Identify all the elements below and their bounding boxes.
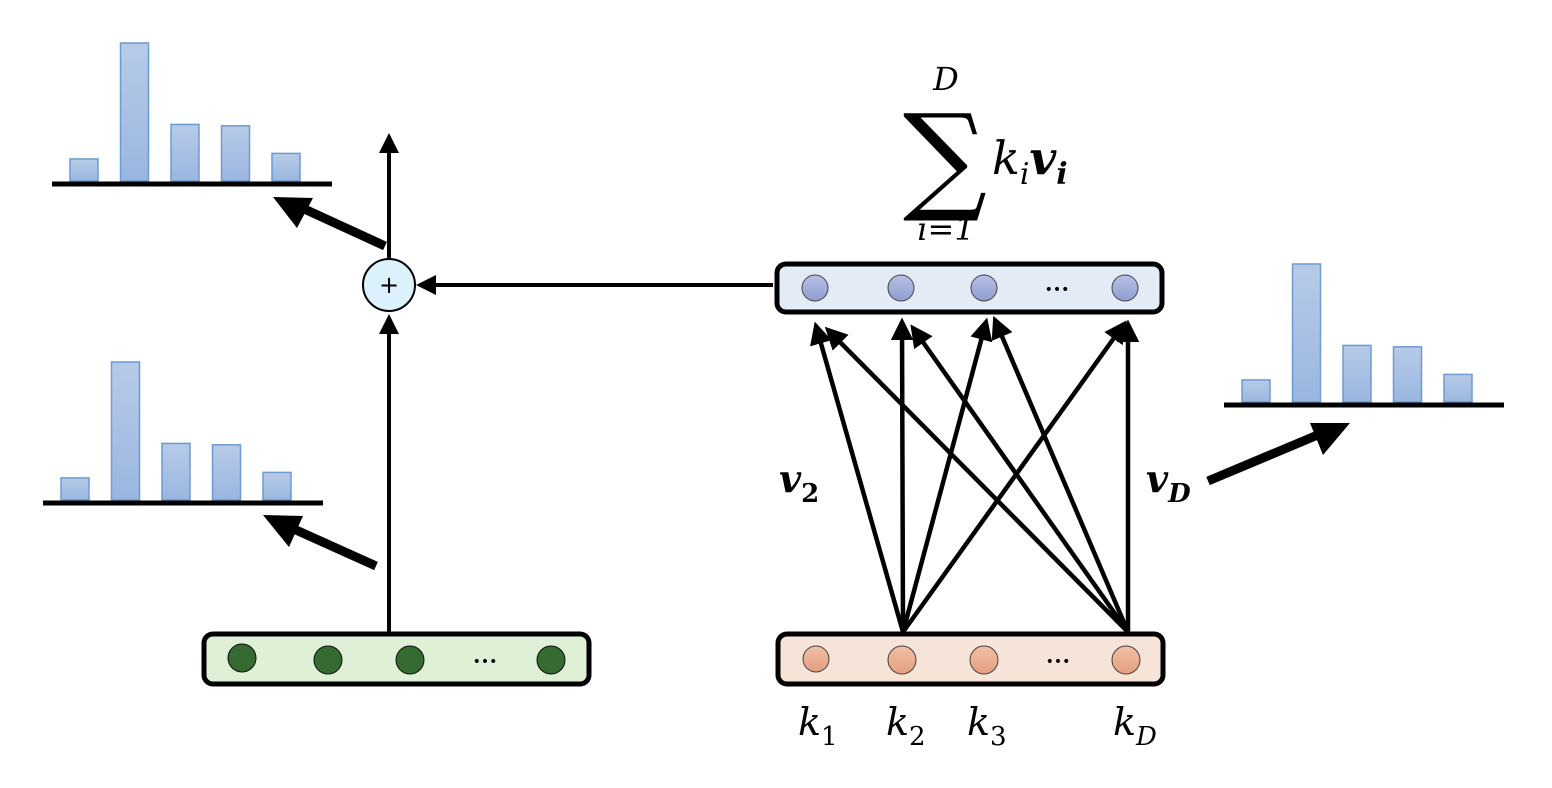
key-labels: k1 k2 k3 kD	[798, 700, 1157, 752]
pointer-arrows	[263, 197, 1350, 571]
value-node	[801, 274, 829, 302]
key-node	[969, 645, 999, 675]
value-node	[887, 274, 915, 302]
bar-1	[60, 477, 90, 501]
input-ellipsis: •••	[473, 654, 498, 670]
bar-1	[69, 158, 99, 182]
pointer-arrowhead-right-chart	[1310, 423, 1350, 455]
sum-upper-limit: D	[932, 60, 959, 98]
bar-2	[119, 42, 150, 182]
key-label-D: kD	[1113, 700, 1157, 752]
add-node: +	[362, 258, 416, 312]
value-ellipsis: •••	[1045, 282, 1070, 298]
pointer-arrowhead-middle-chart	[263, 515, 303, 547]
pointer-arrow-right-chart	[1206, 429, 1322, 486]
input-node	[536, 645, 566, 675]
key-value-connections	[810, 315, 1140, 634]
bar-5	[262, 471, 292, 501]
bar-chart-middle-left	[43, 361, 323, 506]
bar-2	[1291, 263, 1322, 403]
input-node	[313, 645, 343, 675]
pointer-arrow-top-chart	[298, 202, 387, 251]
value-label-D: vD	[1146, 456, 1191, 509]
key-node	[1111, 645, 1141, 675]
value-layer: •••	[774, 261, 1165, 315]
formula-term: kivi	[992, 131, 1068, 192]
bar-3	[170, 123, 200, 182]
input-node	[395, 645, 425, 675]
key-ellipsis: •••	[1046, 654, 1071, 670]
key-node	[887, 645, 917, 675]
bar-4	[1392, 346, 1423, 403]
pointer-arrow-middle-chart	[294, 525, 378, 571]
sum-symbol: ∑	[903, 88, 987, 226]
bar-3	[161, 442, 191, 501]
sum-lower-limit: i=1	[917, 210, 974, 248]
key-node	[802, 645, 830, 673]
key-label-3: k3	[967, 700, 1007, 752]
bar-1	[1241, 379, 1271, 403]
value-node	[970, 274, 998, 302]
bar-chart-right	[1224, 263, 1504, 408]
plus-icon: +	[379, 271, 399, 299]
bar-3	[1342, 344, 1372, 403]
key-label-1: k1	[798, 700, 838, 752]
input-node	[227, 643, 257, 673]
bar-4	[220, 125, 251, 182]
input-layer: •••	[201, 631, 592, 687]
pointer-arrowhead-top-chart	[273, 197, 313, 228]
value-label-2: v2	[779, 456, 819, 509]
bar-4	[211, 444, 242, 501]
key-label-2: k2	[886, 700, 926, 752]
bar-5	[271, 152, 301, 182]
sum-formula: D ∑ i=1 kivi	[903, 60, 1068, 248]
key-layer: •••	[775, 631, 1166, 687]
value-node	[1111, 274, 1139, 302]
bar-chart-top-left	[52, 42, 332, 187]
bar-5	[1443, 373, 1473, 403]
bar-2	[110, 361, 141, 501]
